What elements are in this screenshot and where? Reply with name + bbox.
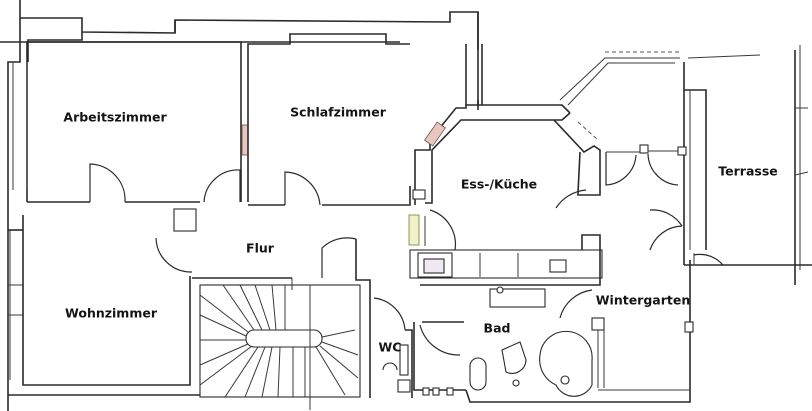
room-wintergarten-walls: [598, 260, 694, 403]
room-wc-walls: [369, 295, 413, 398]
bay-window-walls: [559, 45, 809, 285]
room-label-schlafzimmer[interactable]: Schlafzimmer: [290, 104, 386, 120]
room-terrasse-walls: [684, 89, 812, 266]
kitchen-counter[interactable]: [408, 209, 603, 286]
staircase[interactable]: [199, 278, 361, 410]
room-arbeitszimmer-walls: [12, 41, 249, 203]
room-label-terrasse[interactable]: Terrasse: [718, 163, 778, 179]
room-flur-walls: [155, 237, 371, 295]
room-ess-kueche-walls: [173, 44, 601, 232]
room-label-bad[interactable]: Bad: [483, 320, 511, 336]
room-label-flur[interactable]: Flur: [246, 240, 274, 256]
room-wohnzimmer-walls: [8, 215, 200, 396]
room-label-arbeitszimmer[interactable]: Arbeitszimmer: [63, 109, 167, 125]
room-label-wintergarten[interactable]: Wintergarten: [595, 292, 691, 308]
room-schlafzimmer-walls: [247, 33, 411, 206]
room-bad-walls: [413, 286, 612, 403]
patio-doors: [555, 144, 687, 251]
room-label-ess-kueche[interactable]: Ess-/Küche: [460, 176, 538, 192]
room-label-wohnzimmer[interactable]: Wohnzimmer: [65, 305, 157, 321]
room-label-wc[interactable]: WC: [378, 339, 402, 355]
